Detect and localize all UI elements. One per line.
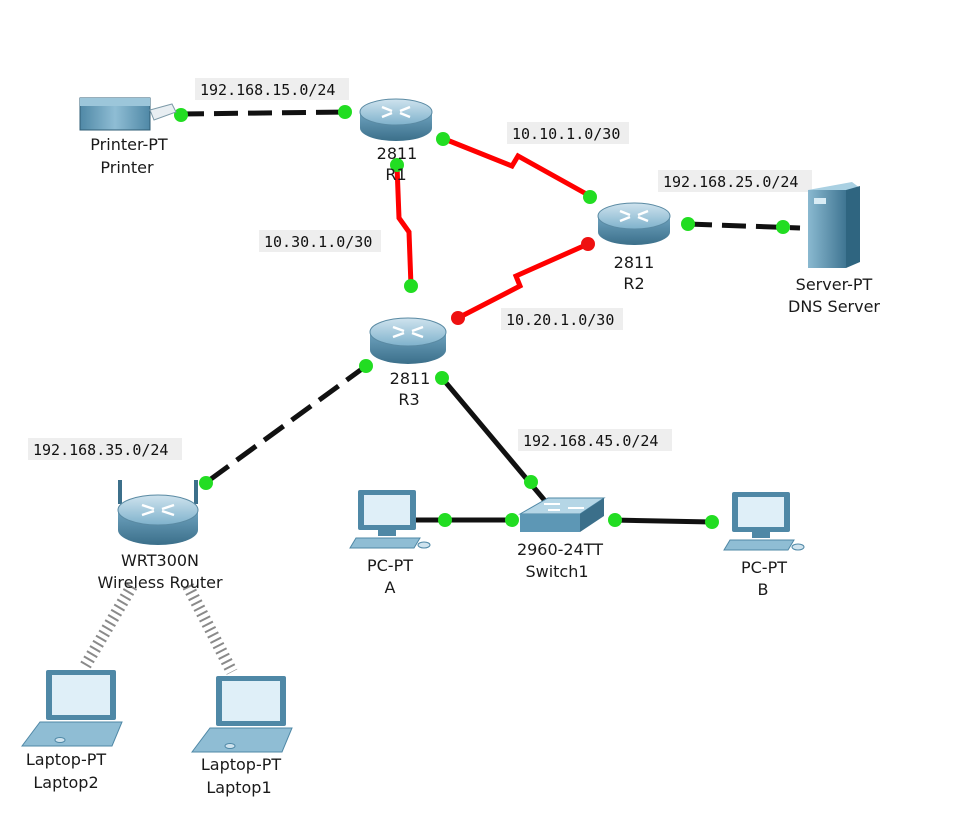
link-wrt-laptop2-wireless bbox=[78, 582, 138, 672]
switch-icon bbox=[518, 497, 606, 532]
svg-text:10.30.1.0/30: 10.30.1.0/30 bbox=[264, 233, 372, 251]
link-r2-r3-serial bbox=[456, 241, 590, 321]
link-r3-wireless-router bbox=[202, 363, 368, 487]
device-model-label: 2811 bbox=[614, 253, 655, 272]
port-status-up bbox=[390, 158, 404, 172]
router-icon bbox=[597, 202, 671, 245]
device-model-label: Laptop-PT bbox=[201, 755, 282, 774]
port-status-up bbox=[705, 515, 719, 529]
network-label-printer-r1: 192.168.15.0/24 bbox=[195, 78, 349, 100]
network-label-r1-r3: 10.30.1.0/30 bbox=[259, 230, 381, 252]
link-printer-r1 bbox=[179, 109, 347, 117]
device-name-label: DNS Server bbox=[788, 297, 880, 316]
device-pc-a[interactable]: PC-PT A bbox=[349, 490, 431, 597]
device-wireless-router[interactable]: WRT300N Wireless Router bbox=[97, 480, 223, 592]
laptop-icon bbox=[21, 670, 123, 747]
network-label-r3-wrt: 192.168.35.0/24 bbox=[28, 438, 182, 460]
link-r1-r2-serial bbox=[441, 135, 592, 199]
device-pc-b[interactable]: PC-PT B bbox=[723, 492, 805, 599]
device-router-r2[interactable]: 2811 R2 bbox=[597, 202, 671, 293]
device-model-label: 2811 bbox=[377, 144, 418, 163]
link-r1-r3-serial bbox=[394, 165, 414, 287]
router-icon bbox=[359, 98, 433, 141]
device-model-label: PC-PT bbox=[741, 558, 787, 577]
device-name-label: Switch1 bbox=[525, 562, 588, 581]
wireless-router-icon bbox=[117, 480, 199, 545]
router-icon bbox=[369, 317, 447, 364]
pc-icon bbox=[349, 490, 431, 549]
port-status-up bbox=[776, 220, 790, 234]
device-name-label: Printer bbox=[100, 158, 154, 177]
port-status-up bbox=[435, 371, 449, 385]
device-printer[interactable]: Printer-PT Printer bbox=[79, 97, 177, 177]
port-status-down bbox=[581, 237, 595, 251]
port-status-up bbox=[359, 359, 373, 373]
port-status-up bbox=[404, 279, 418, 293]
port-status-up bbox=[681, 217, 695, 231]
link-wrt-laptop1-wireless bbox=[182, 583, 238, 675]
device-name-label: R2 bbox=[623, 274, 644, 293]
server-icon bbox=[808, 182, 860, 268]
device-name-label: R3 bbox=[398, 390, 419, 409]
port-status-up bbox=[524, 475, 538, 489]
device-model-label: WRT300N bbox=[121, 551, 199, 570]
device-model-label: 2811 bbox=[390, 369, 431, 388]
device-name-label: Laptop1 bbox=[206, 778, 271, 797]
port-status-up bbox=[438, 513, 452, 527]
device-name-label: A bbox=[385, 578, 396, 597]
device-switch1[interactable]: 2960-24TT Switch1 bbox=[517, 497, 606, 581]
port-status-down bbox=[451, 311, 465, 325]
port-status-up bbox=[338, 105, 352, 119]
network-label-r2-r3: 10.20.1.0/30 bbox=[501, 308, 623, 330]
device-model-label: PC-PT bbox=[367, 556, 413, 575]
link-r2-server bbox=[687, 221, 801, 231]
port-status-up bbox=[174, 108, 188, 122]
svg-text:10.20.1.0/30: 10.20.1.0/30 bbox=[506, 311, 614, 329]
port-status-up bbox=[436, 132, 450, 146]
device-laptop1[interactable]: Laptop-PT Laptop1 bbox=[191, 676, 293, 797]
port-status-up bbox=[505, 513, 519, 527]
svg-text:192.168.45.0/24: 192.168.45.0/24 bbox=[523, 432, 658, 450]
device-dns-server[interactable]: Server-PT DNS Server bbox=[788, 182, 880, 316]
device-name-label: Laptop2 bbox=[33, 773, 98, 792]
device-model-label: 2960-24TT bbox=[517, 540, 603, 559]
laptop-icon bbox=[191, 676, 293, 753]
network-label-r3-switch: 192.168.45.0/24 bbox=[518, 429, 672, 451]
device-model-label: Printer-PT bbox=[90, 135, 168, 154]
port-status-up bbox=[199, 476, 213, 490]
svg-text:10.10.1.0/30: 10.10.1.0/30 bbox=[512, 125, 620, 143]
svg-text:192.168.15.0/24: 192.168.15.0/24 bbox=[200, 81, 335, 99]
device-model-label: Server-PT bbox=[796, 275, 873, 294]
svg-text:192.168.25.0/24: 192.168.25.0/24 bbox=[663, 173, 798, 191]
device-name-label: Wireless Router bbox=[97, 573, 222, 592]
printer-icon bbox=[79, 97, 177, 131]
port-status-up bbox=[608, 513, 622, 527]
link-switch-pcb bbox=[611, 517, 713, 525]
svg-text:192.168.35.0/24: 192.168.35.0/24 bbox=[33, 441, 168, 459]
device-name-label: B bbox=[758, 580, 769, 599]
network-label-r1-r2: 10.10.1.0/30 bbox=[507, 122, 629, 144]
pc-icon bbox=[723, 492, 805, 551]
device-model-label: Laptop-PT bbox=[26, 750, 107, 769]
device-laptop2[interactable]: Laptop-PT Laptop2 bbox=[21, 670, 123, 792]
device-router-r3[interactable]: 2811 R3 bbox=[369, 317, 447, 409]
port-status-up bbox=[583, 190, 597, 204]
device-router-r1[interactable]: 2811 R1 bbox=[359, 98, 433, 184]
network-label-r2-server: 192.168.25.0/24 bbox=[658, 170, 812, 192]
device-name-label: R1 bbox=[385, 165, 406, 184]
